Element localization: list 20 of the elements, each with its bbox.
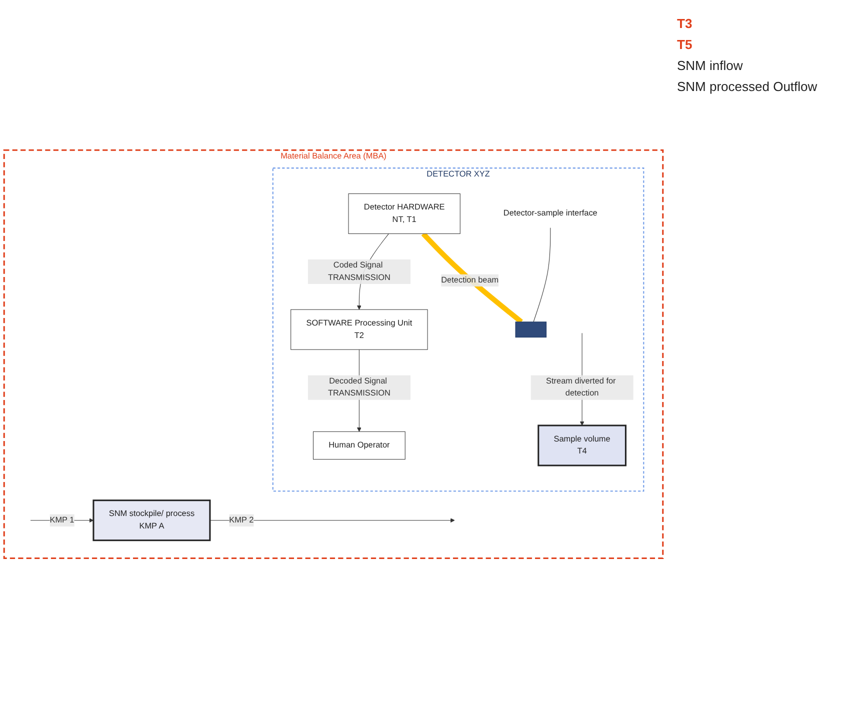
node-box: SOFTWARE Processing Unit T2 — [290, 310, 428, 350]
node-text: Detector-sample interface — [503, 209, 598, 218]
node-box: SNM stockpile/ process KMP A — [92, 500, 211, 542]
edge-label: Stream diverted for detection — [546, 377, 616, 398]
connector — [421, 232, 523, 324]
flow-label: SNM processed Outflow — [677, 79, 818, 94]
edge-label: Coded Signal TRANSMISSION — [328, 261, 390, 282]
tag-label: T3 — [677, 16, 694, 31]
edge-label: Decoded Signal TRANSMISSION — [328, 377, 390, 398]
flow-label: SNM inflow — [677, 58, 744, 73]
edge-label: KMP 1 — [50, 516, 74, 525]
node-bar — [515, 322, 547, 338]
edge-label: KMP 2 — [229, 516, 254, 525]
node-box: Sample volume T4 — [538, 425, 626, 467]
arrow — [210, 518, 455, 523]
node-box: Detector HARDWARE NT, T1 — [348, 194, 460, 234]
edge-label: Detection beam — [441, 276, 499, 285]
tag-label: T5 — [677, 37, 694, 52]
connector — [533, 228, 551, 322]
node-box: Human Operator — [312, 432, 406, 460]
